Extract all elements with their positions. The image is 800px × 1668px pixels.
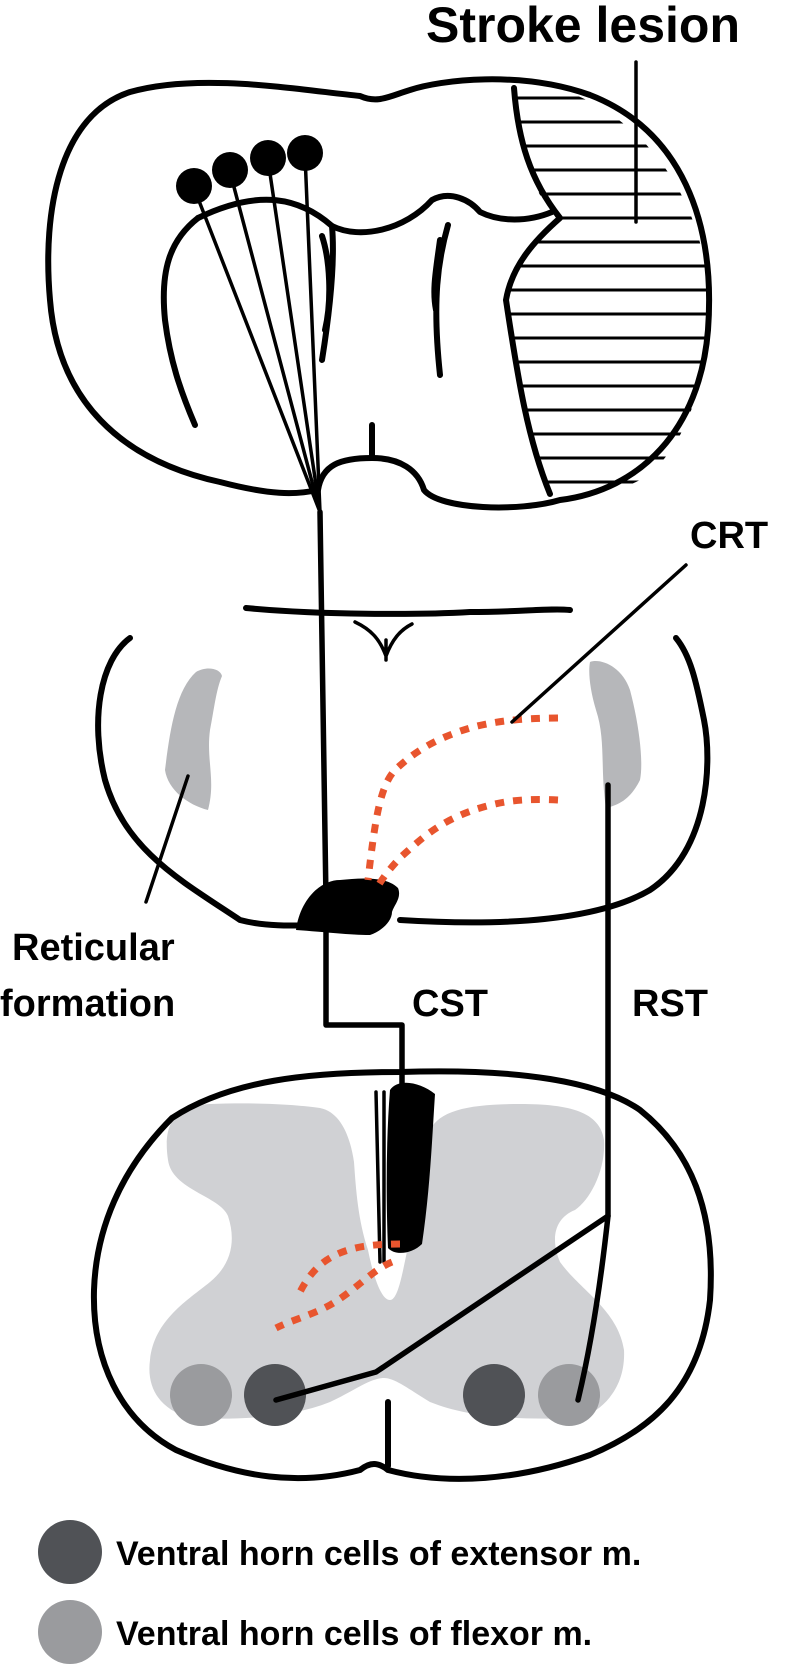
spinal-cord-section xyxy=(90,1068,714,1482)
lateral-corticospinal-column xyxy=(386,1082,435,1253)
reticular-formation-right xyxy=(589,661,642,808)
crt-fiber-1 xyxy=(364,714,559,881)
lesion-border xyxy=(503,85,563,497)
stroke-lesion-label: Stroke lesion xyxy=(426,0,740,53)
right-ventricle-wall xyxy=(431,222,451,378)
left-cortex-fold xyxy=(160,215,201,428)
flexor-cell-left xyxy=(170,1364,232,1426)
cst-tract xyxy=(317,509,405,1103)
labels: Stroke lesion CRT Reticular formation CS… xyxy=(0,0,768,1025)
legend: Ventral horn cells of extensor m. Ventra… xyxy=(38,1520,641,1664)
left-ventricle-wall xyxy=(319,223,336,363)
crt-spinal-fiber-2 xyxy=(274,1258,394,1332)
brainstem-notch xyxy=(353,620,414,662)
brain-outline xyxy=(45,76,713,511)
crt-label: CRT xyxy=(690,515,768,557)
crt-fiber-2 xyxy=(374,796,559,888)
spinal-grey-matter xyxy=(149,1103,625,1419)
cortical-neuron-3 xyxy=(250,140,286,176)
cortical-neuron-4 xyxy=(287,135,323,171)
spinal-cord-outline xyxy=(90,1068,714,1482)
reticular-formation-left xyxy=(165,668,222,810)
rst-label: RST xyxy=(632,983,708,1025)
legend-extensor-text: Ventral horn cells of extensor m. xyxy=(116,1535,641,1573)
reticular-label-line2: formation xyxy=(0,983,175,1025)
reticular-label-line1: Reticular xyxy=(12,927,175,969)
cortical-neuron-1 xyxy=(176,168,212,204)
flexor-cell-right xyxy=(538,1364,600,1426)
extensor-cell-right xyxy=(463,1364,525,1426)
cst-label: CST xyxy=(412,983,488,1025)
cerebral-section xyxy=(45,60,713,511)
legend-flexor-text: Ventral horn cells of flexor m. xyxy=(116,1615,592,1653)
tracts xyxy=(273,509,611,1403)
extensor-cell-left xyxy=(244,1364,306,1426)
crt-spinal-fiber-1 xyxy=(296,1240,401,1294)
reticular-pointer xyxy=(144,774,190,904)
stroke-lesion-area xyxy=(506,84,709,496)
brainstem-section xyxy=(95,563,711,935)
rst-tract xyxy=(575,782,611,1403)
legend-flexor-swatch xyxy=(38,1600,102,1664)
cortical-neuron-2 xyxy=(212,152,248,188)
brainstem-top-line xyxy=(243,605,573,617)
rst-collateral xyxy=(273,1213,611,1403)
ventricle-curve xyxy=(195,192,555,236)
legend-extensor-swatch xyxy=(38,1520,102,1584)
pyramid-bundle xyxy=(296,878,400,935)
cortical-neurons xyxy=(176,135,323,514)
crt-pointer xyxy=(510,563,688,724)
